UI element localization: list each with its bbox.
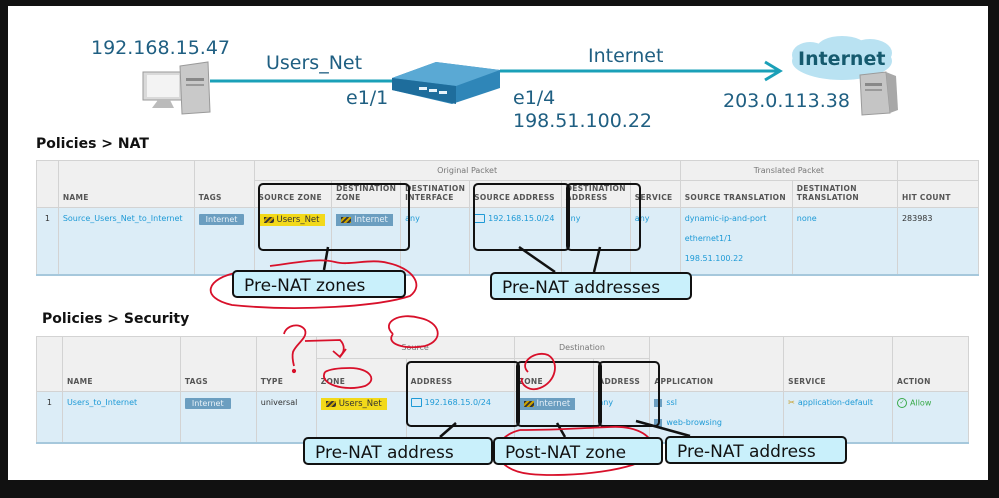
right-link-label: Internet: [588, 45, 664, 67]
nat-destination-zone-badge[interactable]: Internet: [336, 214, 393, 226]
nat-source-zone-badge[interactable]: Users_Net: [258, 214, 325, 226]
sec-row-source-address-cell[interactable]: 192.168.15.0/24: [405, 391, 515, 444]
nat-col-destination-translation[interactable]: DESTINATION TRANSLATION: [791, 180, 898, 208]
sec-source-address-highlight: [406, 361, 520, 427]
zone-icon: [263, 216, 274, 223]
sec-destination-zone-badge[interactable]: Internet: [518, 398, 576, 410]
nat-row-hit-count: 283983: [896, 207, 980, 276]
nat-group-translated-packet: Translated Packet: [679, 160, 898, 181]
sec-col-service[interactable]: SERVICE: [783, 336, 893, 392]
sec-col-type[interactable]: TYPE: [255, 336, 317, 392]
sec-col-name[interactable]: NAME: [61, 336, 181, 392]
sec-col-source-zone[interactable]: ZONE: [315, 358, 407, 392]
sec-row-tag[interactable]: Internet: [184, 398, 231, 409]
left-interface-label: e1/1: [346, 87, 389, 109]
server-ip-label: 203.0.113.38: [723, 90, 850, 112]
application-item[interactable]: web-browsing: [654, 418, 779, 427]
sec-col-tags[interactable]: TAGS: [179, 336, 257, 392]
sec-group-source: Source: [315, 336, 515, 359]
security-section-title: Policies > Security: [42, 311, 190, 327]
nat-group-original-packet: Original Packet: [253, 160, 681, 181]
cloud-label: Internet: [798, 48, 886, 70]
zone-icon: [325, 400, 336, 407]
sec-destination-address-highlight: [598, 361, 660, 427]
sec-row-name[interactable]: Users_to_Internet: [61, 391, 181, 444]
nat-col-name[interactable]: NAME: [57, 160, 195, 208]
callout-pre-nat-addresses: Pre-NAT addresses: [490, 272, 692, 300]
zone-icon: [341, 216, 352, 223]
sec-col-source-address[interactable]: ADDRESS: [405, 358, 515, 392]
right-interface-ip-label: 198.51.100.22: [513, 110, 653, 132]
service-tools-icon: ✂: [788, 398, 795, 407]
nat-zones-highlight: [258, 183, 410, 251]
nat-row-destination-translation[interactable]: none: [791, 207, 898, 276]
nat-col-source-translation[interactable]: SOURCE TRANSLATION: [679, 180, 793, 208]
nat-destination-address-highlight: [566, 183, 641, 251]
sec-row-type: universal: [255, 391, 317, 444]
sec-row-service-cell[interactable]: ✂application-default: [783, 391, 893, 444]
application-item[interactable]: ssl: [654, 398, 779, 407]
nat-section-title: Policies > NAT: [36, 136, 149, 152]
left-link-label: Users_Net: [266, 52, 363, 74]
sec-row-applications[interactable]: ssl web-browsing: [649, 391, 785, 444]
nat-row-source-translation[interactable]: dynamic-ip-and-port ethernet1/1 198.51.1…: [679, 207, 793, 276]
nat-col-tags[interactable]: TAGS: [193, 160, 255, 208]
sec-col-application[interactable]: APPLICATION: [649, 336, 785, 392]
sec-row-index: 1: [36, 391, 63, 444]
callout-sec-pre-nat-address-source: Pre-NAT address: [303, 437, 493, 465]
nat-policy-table: NAME TAGS Original Packet Translated Pac…: [36, 160, 980, 276]
sec-row-source-address: 192.168.15.0/24: [424, 398, 491, 407]
sec-row-service: application-default: [797, 398, 874, 407]
nat-col-hit-count[interactable]: HIT COUNT: [896, 180, 980, 208]
sec-source-zone-badge[interactable]: Users_Net: [320, 398, 387, 410]
sec-col-action[interactable]: ACTION: [892, 336, 969, 392]
source-translation-type: dynamic-ip-and-port: [684, 214, 767, 223]
nat-row-name[interactable]: Source_Users_Net_to_Internet: [57, 207, 195, 276]
right-interface-label: e1/4: [513, 87, 556, 109]
nat-row-destination-interface[interactable]: any: [400, 207, 471, 276]
callout-post-nat-zone: Post-NAT zone: [493, 437, 663, 465]
callout-sec-pre-nat-address-destination: Pre-NAT address: [665, 436, 847, 464]
nat-row-index: 1: [36, 207, 59, 276]
callout-pre-nat-zones: Pre-NAT zones: [232, 270, 406, 298]
zone-icon: [523, 400, 534, 407]
nat-source-address-highlight: [473, 183, 570, 251]
sec-row-action-cell[interactable]: ✓Allow: [892, 391, 969, 444]
client-ip-label: 192.168.15.47: [91, 37, 231, 59]
source-translation-interface: ethernet1/1: [684, 234, 732, 243]
nat-row-tag[interactable]: Internet: [198, 214, 245, 225]
source-translation-ip: 198.51.100.22: [684, 254, 744, 263]
nat-col-destination-interface[interactable]: DESTINATION INTERFACE: [400, 180, 471, 208]
sec-group-destination: Destination: [513, 336, 651, 359]
nat-row-service[interactable]: any: [629, 207, 681, 276]
sec-destination-zone-highlight: [516, 361, 602, 427]
address-object-icon: [410, 398, 422, 407]
sec-row-action: Allow: [910, 398, 932, 408]
nat-row-source-address: 192.168.15.0/24: [488, 214, 555, 223]
allow-check-icon: ✓: [897, 398, 907, 408]
